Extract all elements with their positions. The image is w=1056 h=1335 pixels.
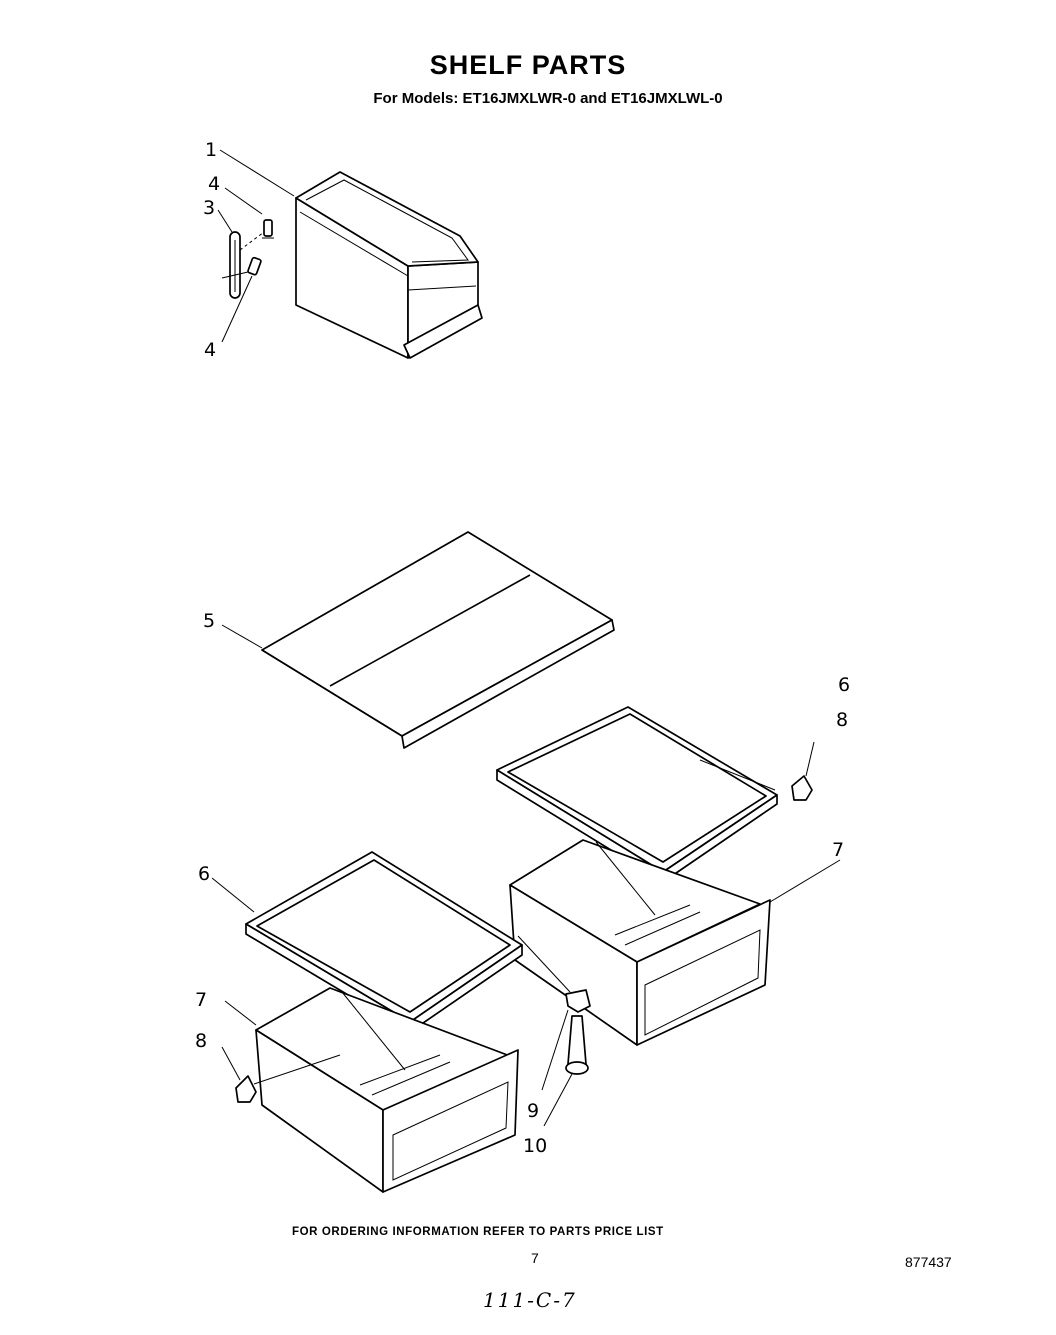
part-7-drawer-right	[509, 839, 771, 1046]
callout-4-top: 4	[208, 173, 220, 195]
part-4-screw-top	[262, 219, 274, 239]
callout-6-right: 6	[838, 674, 850, 696]
callout-1: 1	[205, 139, 217, 161]
part-6-shelf-right	[496, 706, 778, 883]
callout-7-right: 7	[832, 839, 844, 861]
part-7-drawer-left	[255, 987, 519, 1193]
callout-4-bottom: 4	[204, 339, 216, 361]
callout-8-right: 8	[836, 709, 848, 731]
page-number: 7	[531, 1250, 539, 1266]
handwritten-annotation: 111-C-7	[483, 1288, 577, 1312]
callout-6-left: 6	[198, 863, 210, 885]
callout-10: 10	[523, 1135, 547, 1157]
part-5-wire-shelf	[261, 531, 615, 749]
part-9-bracket	[565, 989, 591, 1013]
part-3-rail	[221, 231, 249, 299]
part-8-clip-left	[235, 1075, 257, 1103]
callout-7-left: 7	[195, 989, 207, 1011]
part-8-clip-right	[791, 775, 813, 801]
callout-3: 3	[203, 197, 215, 219]
document-number: 877437	[905, 1254, 952, 1270]
ordering-note: FOR ORDERING INFORMATION REFER TO PARTS …	[292, 1226, 664, 1238]
part-1-pan	[295, 171, 483, 359]
part-10-leg	[565, 1015, 589, 1075]
part-4-screw-bottom	[247, 256, 262, 276]
page-title: SHELF PARTS	[429, 50, 627, 80]
callout-8-left: 8	[195, 1030, 207, 1052]
callout-9: 9	[527, 1100, 539, 1122]
callout-5: 5	[203, 610, 215, 632]
part-6-shelf-left	[245, 851, 523, 1033]
models-subtitle: For Models: ET16JMXLWR-0 and ET16JMXLWL-…	[373, 90, 723, 107]
